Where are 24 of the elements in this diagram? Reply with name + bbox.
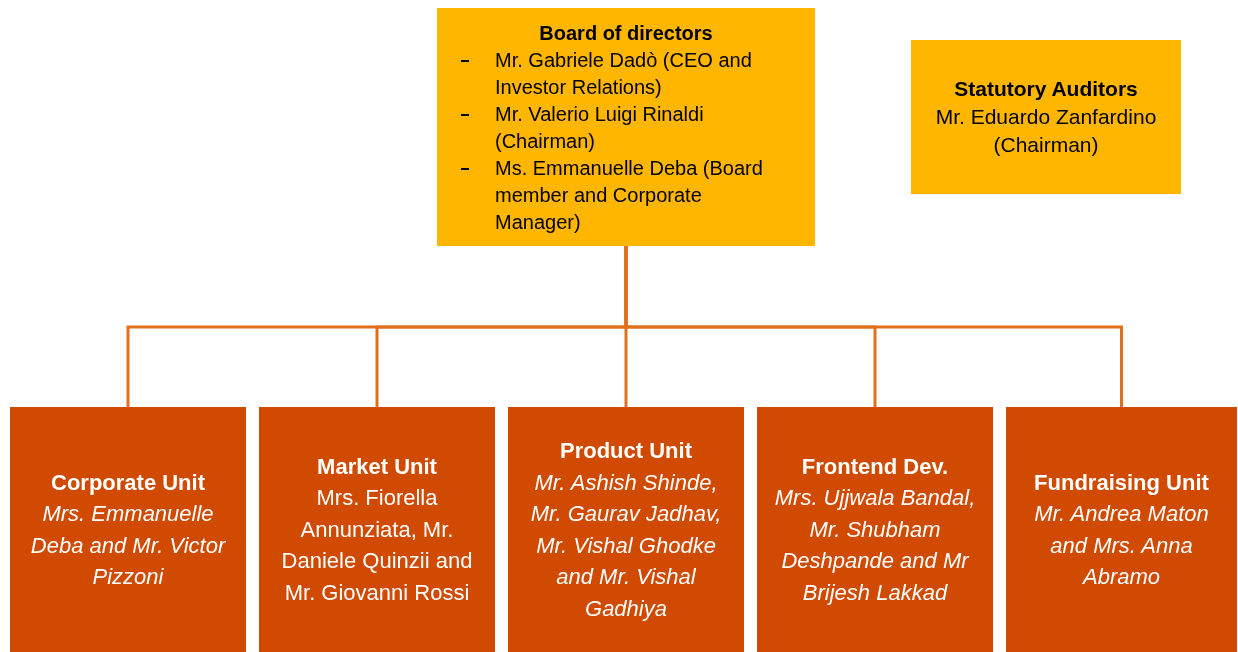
unit-box [757,407,993,652]
member-names: Mr. Eduardo Zanfardino (Chairman) [934,104,1158,158]
member-names: Mrs. Fiorella Annunziata, Mr. Daniele Quinzii and Mr. Giovanni Rossi [280,484,474,607]
member-names: Mrs. Emmanuelle Deba and Mr. Victor Pizzoni [29,500,227,591]
box-heading: Corporate Unit [51,468,205,497]
unit-box [259,407,495,652]
member-names: Mr. Ashish Shinde, Mr. Gaurav Jadhav, Mr. Vishal Ghodke and Mr. Vishal Gadhiya [529,468,723,623]
unit-box [1006,407,1237,652]
member-names: Mrs. Ujjwala Bandal, Mr. Shubham Deshpande and Mr Brijesh Lakkad [773,484,977,607]
member-name: Mr. Valerio Luigi Rinaldi (Chairman) [495,102,705,154]
unit-box [508,407,744,652]
org-box [911,40,1181,194]
member-names: Mr. Andrea Maton and Mrs. Anna Abramo [1033,500,1210,591]
member-name: Mr. Gabriele Dadò (CEO and Investor Relations) [495,48,753,100]
box-heading: Frontend Dev. [801,452,949,481]
box-heading: Product Unit [560,437,692,465]
box-heading: Statutory Auditors [954,76,1138,102]
box-heading: Fundraising Unit [1034,468,1209,497]
box-heading: Market Unit [317,452,437,481]
org-box [437,8,815,246]
connector-line [624,246,1123,407]
box-heading: Board of directors [539,21,713,46]
unit-box [10,407,246,652]
member-name: Ms. Emmanuelle Deba (Board member and Corporate Manager) [495,156,764,235]
